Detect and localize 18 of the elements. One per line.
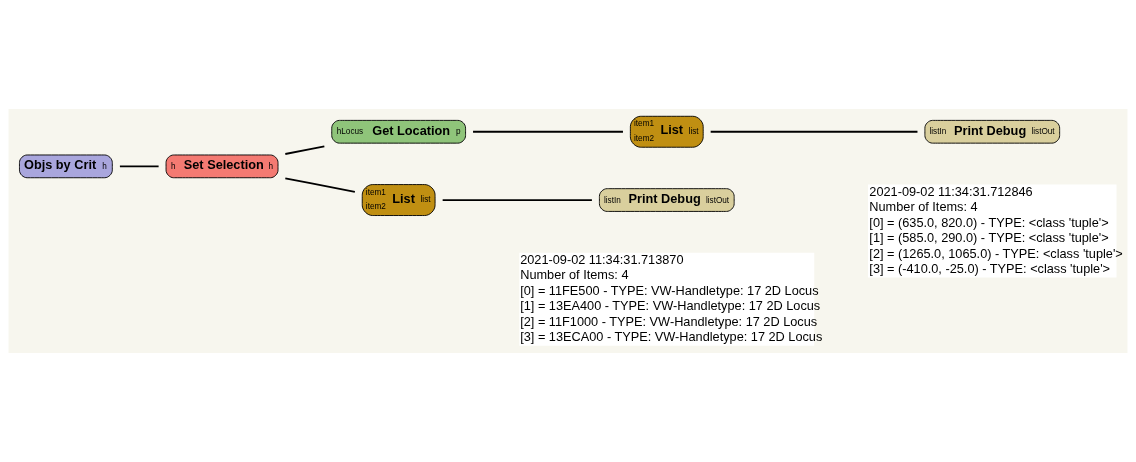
connector — [441, 199, 593, 201]
node-label: [3] = 13ECA00 - TYPE: VW-Handletype: 17 2D Locus — [520, 329, 823, 345]
node-label: [0] = 11FE500 - TYPE: VW-Handletype: 17 2D Locus — [520, 282, 819, 298]
connector — [284, 145, 326, 155]
node-label: 2021-09-02 11:34:31.713870 — [520, 251, 684, 267]
node-label: 2021-09-02 11:34:31.712846 — [869, 183, 1033, 199]
node-label: [1] = 13EA400 - TYPE: VW-Handletype: 17 2D Locus — [520, 298, 821, 314]
connector — [472, 130, 624, 133]
node-label: [2] = (1265.0, 1065.0) - TYPE: <class 'tuple'> — [869, 245, 1123, 261]
connector — [709, 130, 919, 133]
connector — [119, 165, 160, 168]
node-label: [3] = (-410.0, -25.0) - TYPE: <class 'tuple'> — [869, 261, 1111, 277]
node-label: [0] = (635.0, 820.0) - TYPE: <class 'tuple'> — [869, 214, 1109, 230]
connector — [284, 177, 356, 193]
node-label: Number of Items: 4 — [869, 199, 978, 215]
node-label: [1] = (585.0, 290.0) - TYPE: <class 'tuple'> — [869, 230, 1109, 246]
node-label: Number of Items: 4 — [520, 267, 629, 283]
node-label: [2] = 11F1000 - TYPE: VW-Handletype: 17 2D Locus — [520, 313, 818, 329]
